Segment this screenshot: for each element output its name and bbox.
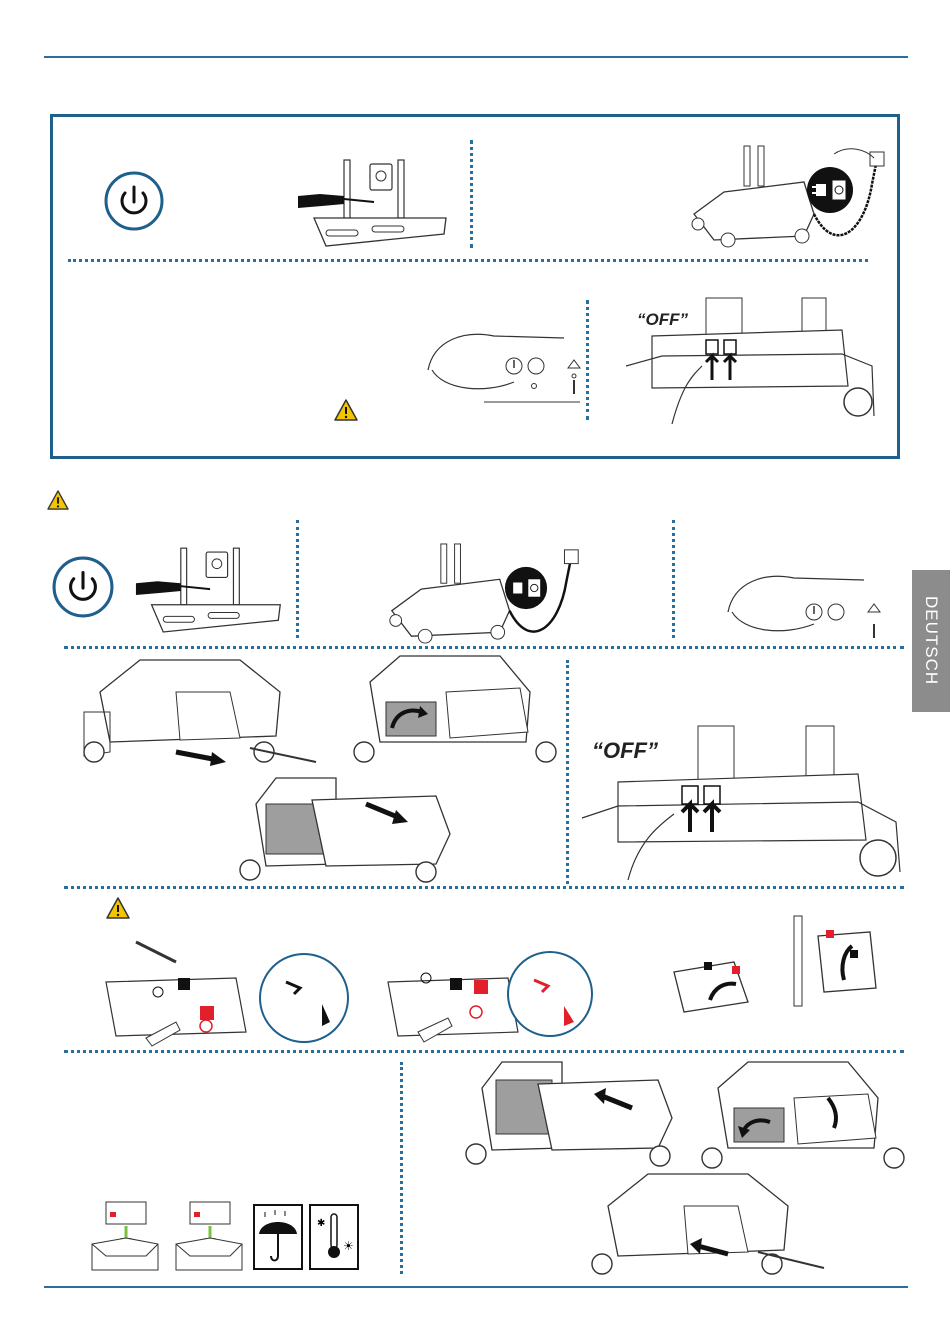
housing-screw-reinstall-illustration	[588, 1166, 830, 1280]
breaker-switch-illustration-top	[622, 296, 878, 424]
housing-slide-illustration	[236, 774, 470, 886]
section-divider-v2	[672, 520, 675, 638]
box-storage-illustration-2	[170, 1198, 248, 1272]
footer-rule	[44, 1286, 908, 1288]
cart-top-illustration-2	[134, 546, 290, 640]
cart-unplug-illustration-2	[380, 542, 590, 646]
svg-text:☀: ☀	[343, 1239, 354, 1253]
box-divider-horizontal	[68, 259, 868, 262]
section-divider-v1	[296, 520, 299, 638]
unplug-icon	[806, 166, 854, 214]
section-divider-h2	[64, 886, 904, 889]
warning-icon	[334, 399, 358, 421]
housing-close-illustration	[698, 1058, 908, 1168]
svg-text:✱: ✱	[317, 1218, 325, 1229]
battery-removal-illustration	[644, 912, 906, 1048]
control-panel-illustration	[424, 330, 584, 406]
section-divider-v4	[400, 1062, 403, 1274]
battery-positive-illustration	[378, 922, 604, 1052]
cart-top-illustration	[296, 158, 456, 254]
umbrella-icon	[253, 1204, 303, 1270]
box-storage-illustration-1	[86, 1198, 164, 1272]
warning-icon-section	[47, 490, 69, 510]
header-rule	[44, 56, 908, 58]
language-tab[interactable]: DEUTSCH	[912, 570, 950, 712]
power-icon	[104, 171, 164, 231]
warning-icon-battery	[106, 897, 130, 919]
temperature-icon: ✱ ☀	[309, 1204, 359, 1270]
housing-open-illustration	[350, 652, 562, 768]
breaker-switch-illustration	[578, 722, 904, 882]
box-divider-vertical	[470, 140, 473, 248]
control-panel-illustration-2	[724, 572, 884, 648]
housing-reinstall-illustration	[462, 1058, 692, 1168]
housing-screw-illustration	[80, 652, 320, 768]
cart-unplug-illustration	[684, 144, 894, 250]
battery-negative-illustration	[96, 922, 350, 1052]
unplug-icon-2	[504, 566, 548, 610]
box-divider-vertical-2	[586, 300, 589, 420]
section-divider-v3	[566, 660, 569, 884]
language-tab-label: DEUTSCH	[921, 596, 941, 685]
power-icon-2	[52, 556, 114, 618]
